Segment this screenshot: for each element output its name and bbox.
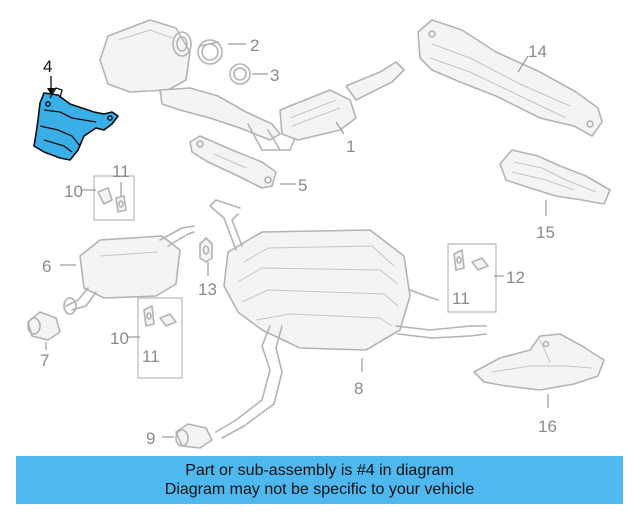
callout-3: 3 — [270, 66, 279, 85]
callout-11a: 11 — [112, 162, 130, 181]
callout-10a: 10 — [64, 182, 83, 201]
callout-12: 12 — [506, 268, 525, 287]
callout-4: 4 — [43, 57, 52, 76]
callout-10b: 10 — [110, 329, 129, 348]
part-9-connector[interactable] — [175, 423, 213, 449]
part-14-heat-shield[interactable] — [417, 19, 603, 137]
part-6-front-muffler[interactable] — [63, 225, 195, 315]
part-1-catalytic-converter[interactable] — [99, 19, 405, 151]
hardware-group-right — [447, 243, 497, 313]
exhaust-parts-diagram: 4 1 2 3 5 — [27, 19, 611, 449]
part-4-heat-shield-highlighted[interactable] — [33, 87, 119, 161]
part-16-underbody-shield[interactable] — [473, 333, 605, 391]
hardware-group-lower — [137, 297, 183, 379]
callout-16: 16 — [538, 417, 557, 436]
part-8-rear-muffler[interactable] — [209, 199, 487, 439]
callout-13: 13 — [198, 280, 217, 299]
callout-11c: 11 — [452, 289, 470, 308]
part-7-connector[interactable] — [27, 311, 61, 341]
part-5-bracket[interactable] — [189, 135, 277, 189]
callout-11b: 11 — [142, 347, 160, 366]
banner-line-2: Diagram may not be specific to your vehi… — [164, 481, 475, 498]
callout-14: 14 — [528, 42, 547, 61]
part-13-hanger[interactable] — [199, 237, 213, 263]
hardware-group-upper — [93, 175, 135, 221]
callout-1-leader — [335, 121, 345, 135]
callout-7: 7 — [40, 351, 49, 370]
callout-5: 5 — [298, 176, 307, 195]
callout-4-arrow — [47, 88, 55, 95]
part-3-gasket[interactable] — [229, 63, 251, 85]
callout-14-leader — [517, 55, 529, 73]
part-15-heat-shield[interactable] — [499, 149, 611, 205]
banner-line-1: Part or sub-assembly is #4 in diagram — [185, 462, 454, 479]
callout-8: 8 — [354, 379, 363, 398]
info-banner: Part or sub-assembly is #4 in diagram Di… — [16, 456, 623, 504]
part-2-clamp[interactable] — [197, 39, 223, 65]
callout-9: 9 — [146, 429, 155, 448]
callout-2: 2 — [250, 36, 259, 55]
callout-6: 6 — [42, 257, 51, 276]
callout-15: 15 — [536, 223, 555, 242]
callout-1: 1 — [346, 137, 355, 156]
